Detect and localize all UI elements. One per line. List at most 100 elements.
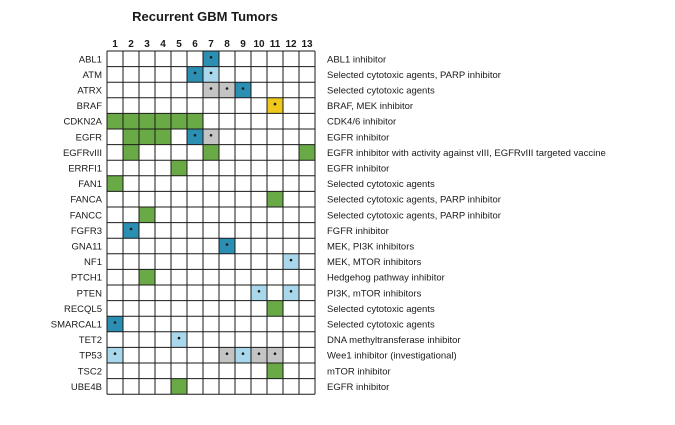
- heatmap-cell: [219, 347, 235, 363]
- therapy-label: Selected cytotoxic agents: [327, 320, 435, 331]
- cell-marker-dot: [193, 71, 197, 75]
- heatmap-cell: [123, 129, 139, 145]
- therapy-label: Selected cytotoxic agents, PARP inhibito…: [327, 70, 501, 81]
- heatmap-cell: [267, 191, 283, 207]
- gene-label: PTCH1: [71, 273, 102, 284]
- cell-marker-dot: [241, 352, 245, 356]
- heatmap-cell: [123, 222, 139, 239]
- gene-label: PTEN: [77, 288, 102, 299]
- heatmap-cell: [235, 347, 251, 363]
- therapy-label: Wee1 inhibitor (investigational): [327, 351, 457, 362]
- cell-marker-dot: [177, 336, 181, 340]
- therapy-label: MEK, MTOR inhibitors: [327, 257, 422, 268]
- heatmap-cell: [187, 66, 203, 83]
- heatmap-cell: [107, 113, 123, 129]
- heatmap-cell: [155, 113, 171, 129]
- cell-marker-dot: [225, 87, 229, 90]
- cell-marker-dot: [257, 352, 261, 356]
- therapy-label: PI3K, mTOR inhibitors: [327, 288, 422, 299]
- therapy-label: DNA methyltransferase inhibitor: [327, 335, 461, 346]
- gene-label: ATRX: [77, 86, 102, 97]
- cell-marker-dot: [113, 352, 117, 356]
- heatmap-cell: [203, 66, 219, 83]
- heatmap-cell: [187, 113, 203, 129]
- column-label-8: 8: [224, 39, 230, 50]
- heatmap-cell: [203, 129, 219, 145]
- therapy-label: Selected cytotoxic agents: [327, 179, 435, 190]
- therapy-label: BRAF, MEK inhibitor: [327, 101, 413, 112]
- heatmap-cell: [123, 144, 139, 161]
- therapy-label: Hedgehog pathway inhibitor: [327, 273, 445, 284]
- heatmap-cell: [171, 113, 187, 129]
- gene-label: ERRFI1: [68, 164, 102, 175]
- therapy-label: Selected cytotoxic agents: [327, 86, 435, 97]
- cell-marker-dot: [209, 71, 213, 75]
- cell-marker-dot: [257, 290, 261, 293]
- gene-label: ATM: [83, 70, 102, 81]
- cell-marker-dot: [209, 134, 213, 137]
- gene-label: BRAF: [77, 101, 103, 112]
- gene-label: RECQL5: [64, 304, 102, 315]
- therapy-label: CDK4/6 inhibitor: [327, 117, 396, 128]
- therapy-label: ABL1 inhibitor: [327, 54, 386, 65]
- cell-marker-dot: [273, 352, 277, 356]
- heatmap-cell: [251, 285, 267, 301]
- column-label-3: 3: [144, 39, 150, 50]
- heatmap-cell: [219, 238, 235, 254]
- therapy-label: Selected cytotoxic agents, PARP inhibito…: [327, 195, 501, 206]
- therapy-label: mTOR inhibitor: [327, 366, 391, 377]
- heatmap-cell: [139, 269, 155, 285]
- column-label-2: 2: [128, 39, 134, 50]
- therapy-label: MEK, PI3K inhibitors: [327, 242, 414, 253]
- cell-marker-dot: [289, 258, 293, 262]
- gene-label: FANCA: [70, 195, 102, 206]
- cell-marker-dot: [129, 227, 133, 231]
- gene-label: TET2: [79, 335, 102, 346]
- cell-marker-dot: [289, 290, 293, 293]
- heatmap-cell: [107, 347, 123, 363]
- cell-marker-dot: [209, 56, 213, 59]
- gene-label: SMARCAL1: [51, 320, 102, 331]
- heatmap-cell: [203, 51, 219, 67]
- heatmap-cell: [283, 285, 299, 301]
- cell-marker-dot: [273, 102, 277, 106]
- heatmap-cell: [107, 316, 123, 332]
- column-label-13: 13: [301, 39, 313, 50]
- cell-marker-dot: [241, 87, 245, 90]
- heatmap-cell: [267, 363, 283, 379]
- heatmap-cell: [171, 331, 187, 348]
- heatmap-cell: [107, 175, 123, 192]
- column-label-4: 4: [160, 39, 166, 50]
- therapy-label: Selected cytotoxic agents, PARP inhibito…: [327, 210, 501, 221]
- heatmap-cell: [203, 144, 219, 161]
- column-label-9: 9: [240, 39, 246, 50]
- gene-label: TSC2: [78, 366, 102, 377]
- gene-label: FANCC: [70, 210, 102, 221]
- heatmap-cell: [251, 347, 267, 363]
- heatmap-cell: [155, 129, 171, 145]
- heatmap-cell: [299, 144, 315, 161]
- column-label-10: 10: [253, 39, 265, 50]
- cell-marker-dot: [193, 134, 197, 137]
- gene-label: EGFR: [76, 132, 103, 143]
- gene-label: CDKN2A: [63, 117, 102, 128]
- heatmap-cell: [139, 207, 155, 223]
- chart-title: Recurrent GBM Tumors: [132, 9, 278, 24]
- heatmap-cell: [267, 97, 283, 114]
- gene-label: EGFRvIII: [63, 148, 102, 159]
- heatmap-cell: [283, 253, 299, 270]
- column-label-6: 6: [192, 39, 198, 50]
- therapy-label: FGFR inhibitor: [327, 226, 389, 237]
- gene-label: TP53: [79, 351, 102, 362]
- heatmap-cell: [139, 113, 155, 129]
- gene-label: ABL1: [79, 54, 102, 65]
- therapy-label: EGFR inhibitor: [327, 132, 389, 143]
- column-label-12: 12: [285, 39, 297, 50]
- column-label-11: 11: [270, 39, 281, 50]
- gene-label: FGFR3: [71, 226, 102, 237]
- heatmap-cell: [267, 300, 283, 317]
- therapy-label: EGFR inhibitor with activity against vII…: [327, 148, 606, 159]
- column-label-5: 5: [176, 39, 182, 50]
- therapy-label: EGFR inhibitor: [327, 382, 389, 393]
- heatmap-cell: [187, 129, 203, 145]
